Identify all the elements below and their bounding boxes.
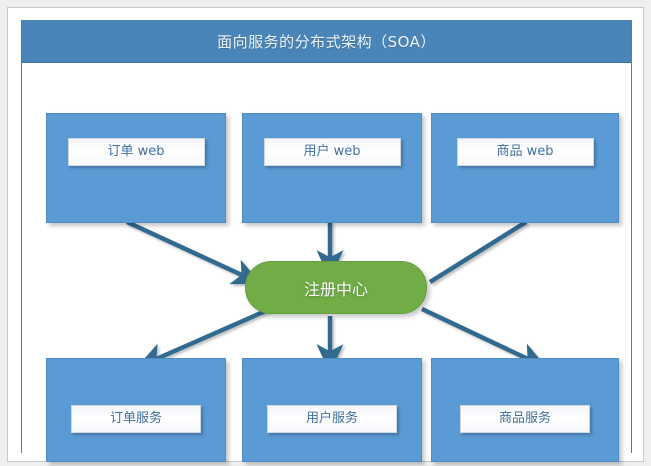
node-product-web[interactable]: 商品 web <box>431 113 619 223</box>
diagram-canvas: 订单 web 用户 web 商品 web 注册中心 订单服务 用户服务 <box>22 64 631 462</box>
connector-product-web-to-registry <box>428 220 528 284</box>
node-order-web[interactable]: 订单 web <box>46 113 226 223</box>
node-product-service[interactable]: 商品服务 <box>431 358 619 462</box>
node-product-web-label: 商品 web <box>456 138 594 166</box>
figure-card: 面向服务的分布式架构（SOA） <box>7 7 644 462</box>
node-order-web-label: 订单 web <box>67 138 205 166</box>
connector-registry-to-order-service <box>136 306 271 369</box>
node-order-service[interactable]: 订单服务 <box>46 358 226 462</box>
diagram-header: 面向服务的分布式架构（SOA） <box>22 21 631 63</box>
node-registry-center-label: 注册中心 <box>303 279 368 299</box>
node-registry-center[interactable]: 注册中心 <box>245 261 427 314</box>
node-user-web[interactable]: 用户 web <box>242 113 422 223</box>
connector-layer <box>126 219 548 374</box>
connector-order-web-to-registry <box>126 219 262 285</box>
node-user-service-label: 用户服务 <box>267 405 397 433</box>
diagram-frame: 面向服务的分布式架构（SOA） <box>21 20 632 462</box>
node-order-service-label: 订单服务 <box>71 405 201 433</box>
node-user-service[interactable]: 用户服务 <box>242 358 422 462</box>
connector-registry-to-product-service <box>421 306 548 369</box>
node-user-web-label: 用户 web <box>263 138 401 166</box>
diagram-title: 面向服务的分布式架构（SOA） <box>217 33 436 51</box>
node-product-service-label: 商品服务 <box>460 405 590 433</box>
